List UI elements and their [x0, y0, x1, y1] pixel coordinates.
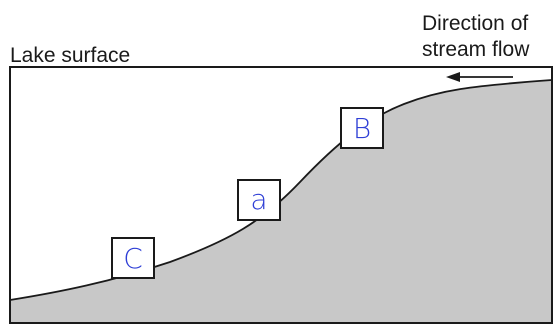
marker-b: B [340, 107, 384, 149]
diagram-frame [9, 66, 553, 324]
lake-surface-label: Lake surface [10, 44, 130, 67]
flow-arrow-icon [446, 72, 513, 82]
marker-a-letter: a [250, 183, 267, 216]
direction-label-line2: stream flow [422, 38, 530, 61]
marker-a: a [237, 179, 281, 221]
marker-b-letter: B [353, 112, 371, 145]
direction-label-line1: Direction of [422, 12, 528, 35]
marker-c: C [111, 237, 155, 279]
marker-c-letter: C [123, 242, 143, 275]
